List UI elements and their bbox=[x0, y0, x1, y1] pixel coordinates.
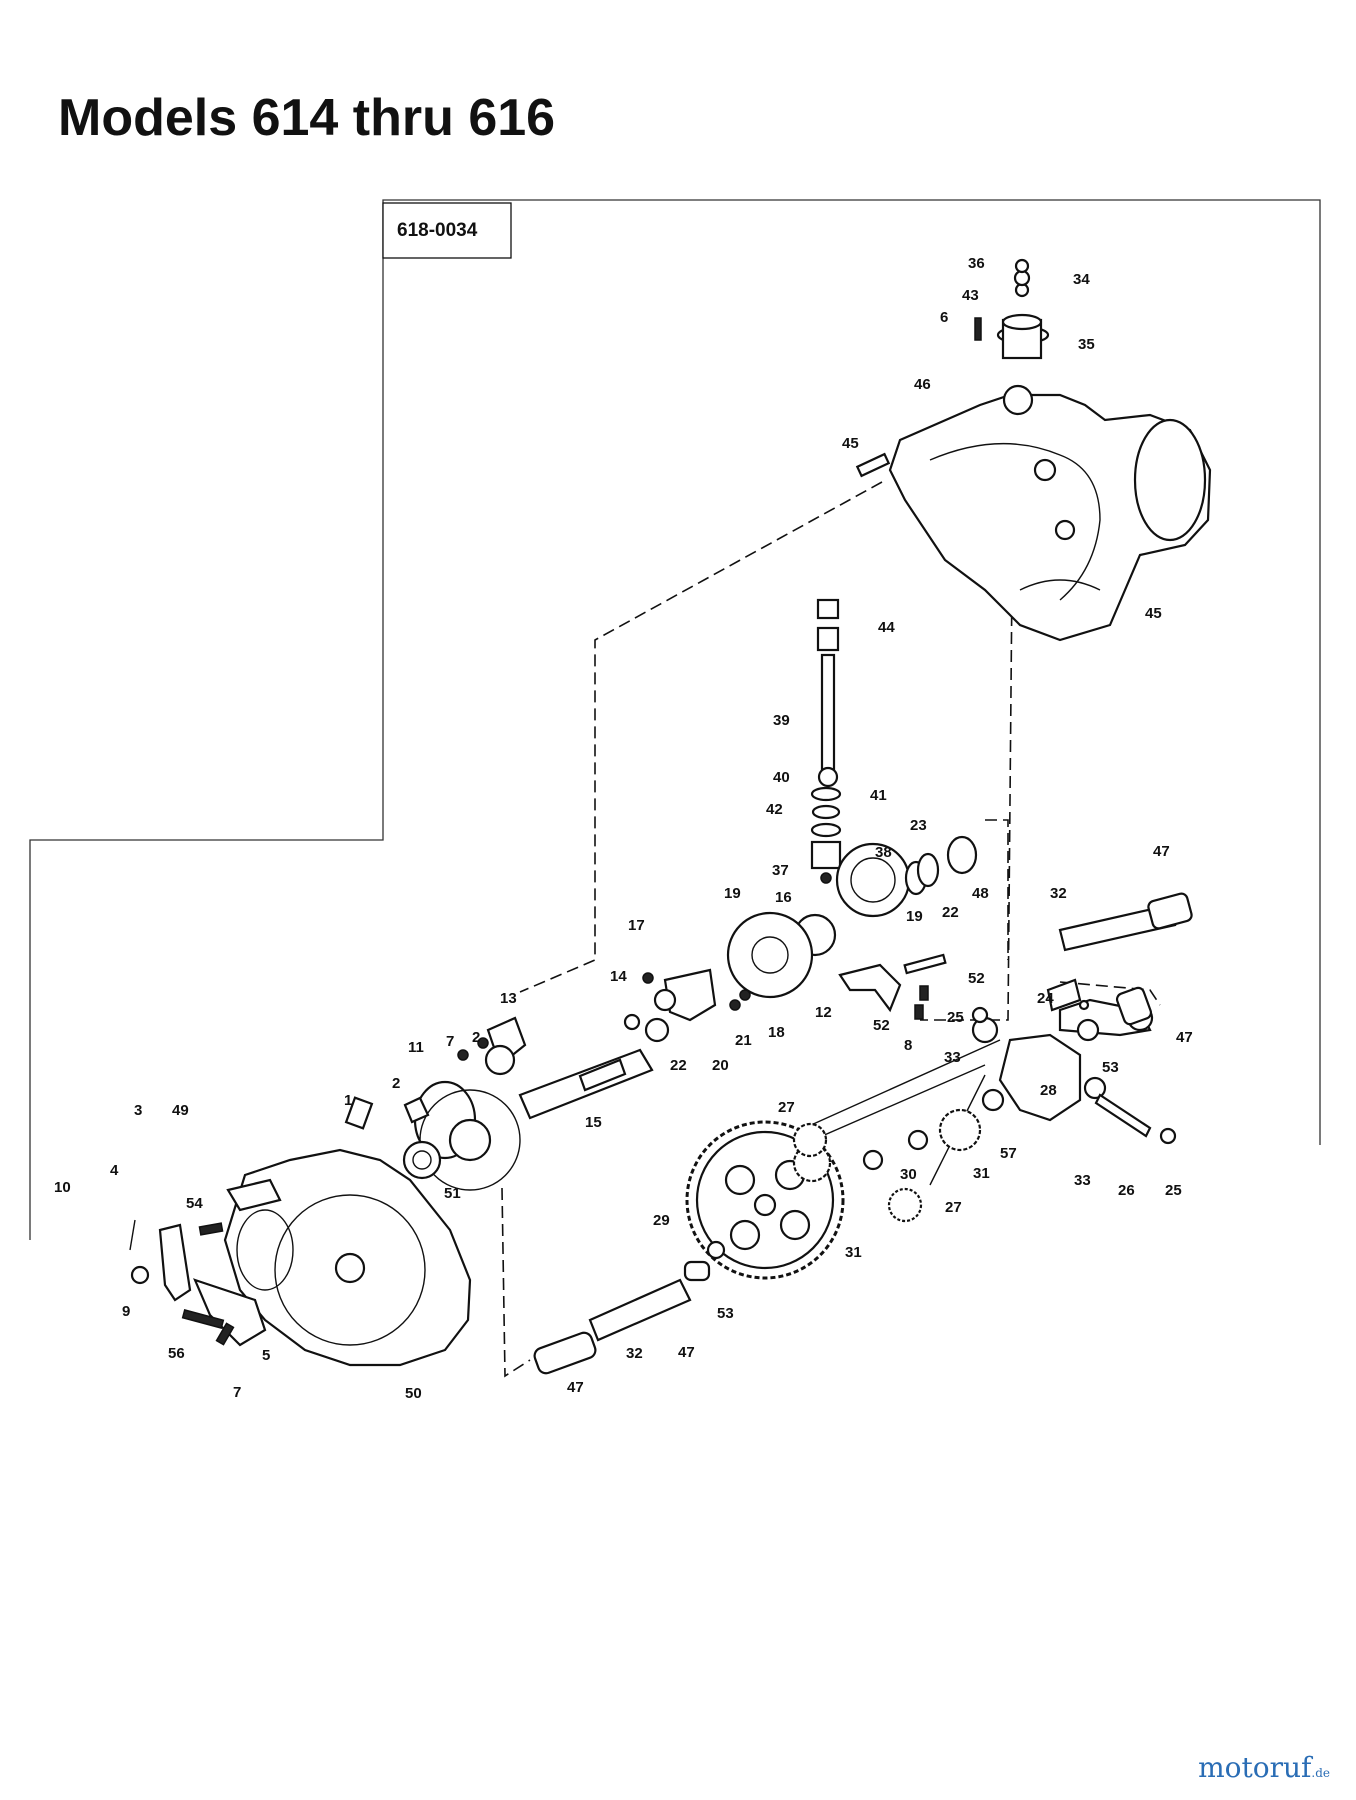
callout: 32 bbox=[1050, 885, 1067, 902]
callout: 6 bbox=[940, 309, 948, 326]
input-shaft bbox=[344, 1016, 654, 1191]
callout: 12 bbox=[815, 1004, 832, 1021]
callout: 23 bbox=[910, 817, 927, 834]
callout: 32 bbox=[626, 1345, 643, 1362]
callout: 15 bbox=[585, 1114, 602, 1131]
callout: 57 bbox=[1000, 1145, 1017, 1162]
callout: 53 bbox=[717, 1305, 734, 1322]
callout: 28 bbox=[1040, 1082, 1057, 1099]
callout: 31 bbox=[973, 1165, 990, 1182]
callout: 45 bbox=[1145, 605, 1162, 622]
callout: 21 bbox=[735, 1032, 752, 1049]
callout: 43 bbox=[962, 287, 979, 304]
callout: 50 bbox=[405, 1385, 422, 1402]
callout: 42 bbox=[766, 801, 783, 818]
lower-housing bbox=[129, 1148, 472, 1367]
callout-labels: 1 2 2 3 4 5 6 7 7 8 9 10 11 12 13 14 15 … bbox=[54, 255, 1193, 1402]
callout: 16 bbox=[775, 889, 792, 906]
callout: 19 bbox=[724, 885, 741, 902]
callout: 44 bbox=[878, 619, 895, 636]
page-title: Models 614 thru 616 bbox=[58, 89, 556, 147]
callout: 2 bbox=[392, 1075, 400, 1092]
vertical-shaft bbox=[810, 598, 842, 884]
callout: 53 bbox=[1102, 1059, 1119, 1076]
callout: 19 bbox=[906, 908, 923, 925]
callout: 51 bbox=[444, 1185, 461, 1202]
callout: 54 bbox=[186, 1195, 203, 1212]
callout: 35 bbox=[1078, 336, 1095, 353]
watermark-suffix: .de bbox=[1311, 1766, 1330, 1780]
diagram-frame: 618-0034 bbox=[29, 199, 1321, 1240]
callout: 17 bbox=[628, 917, 645, 934]
callout: 33 bbox=[944, 1049, 961, 1066]
large-gears bbox=[533, 1088, 1005, 1375]
callout: 22 bbox=[670, 1057, 687, 1074]
upper-housing bbox=[855, 258, 1212, 642]
callout: 56 bbox=[168, 1345, 185, 1362]
callout: 40 bbox=[773, 769, 790, 786]
callout: 11 bbox=[408, 1039, 424, 1056]
callout: 48 bbox=[972, 885, 989, 902]
callout: 47 bbox=[1153, 843, 1170, 860]
callout: 52 bbox=[873, 1017, 890, 1034]
callout: 9 bbox=[122, 1303, 130, 1320]
callout: 18 bbox=[768, 1024, 785, 1041]
callout: 49 bbox=[172, 1102, 189, 1119]
callout: 45 bbox=[842, 435, 859, 452]
callout: 31 bbox=[845, 1244, 862, 1261]
callout: 41 bbox=[870, 787, 887, 804]
callout: 46 bbox=[914, 376, 931, 393]
callout: 4 bbox=[110, 1162, 119, 1179]
callout: 37 bbox=[772, 862, 789, 879]
callout: 47 bbox=[567, 1379, 584, 1396]
callout: 8 bbox=[904, 1037, 912, 1054]
callout: 3 bbox=[134, 1102, 142, 1119]
callout: 10 bbox=[54, 1179, 71, 1196]
callout: 38 bbox=[875, 844, 892, 861]
watermark: motoruf.de bbox=[1198, 1751, 1330, 1784]
callout: 27 bbox=[778, 1099, 795, 1116]
callout: 47 bbox=[1176, 1029, 1193, 1046]
callout: 26 bbox=[1118, 1182, 1135, 1199]
output-side bbox=[971, 892, 1193, 1145]
callout: 34 bbox=[1073, 271, 1090, 288]
callout: 7 bbox=[233, 1384, 241, 1401]
callout: 25 bbox=[947, 1009, 964, 1026]
callout: 24 bbox=[1037, 990, 1054, 1007]
callout: 27 bbox=[945, 1199, 962, 1216]
callout: 47 bbox=[678, 1344, 695, 1361]
callout: 22 bbox=[942, 904, 959, 921]
callout: 7 bbox=[446, 1033, 454, 1050]
callout: 2 bbox=[472, 1029, 480, 1046]
callout: 39 bbox=[773, 712, 790, 729]
callout: 1 bbox=[344, 1092, 352, 1109]
callout: 29 bbox=[653, 1212, 670, 1229]
callout: 25 bbox=[1165, 1182, 1182, 1199]
callout: 52 bbox=[968, 970, 985, 987]
callout: 33 bbox=[1074, 1172, 1091, 1189]
reference-number: 618-0034 bbox=[397, 220, 478, 241]
callout: 14 bbox=[610, 968, 627, 985]
differential-gears bbox=[623, 835, 978, 1043]
callout: 5 bbox=[262, 1347, 270, 1364]
callout: 13 bbox=[500, 990, 517, 1007]
callout: 30 bbox=[900, 1166, 917, 1183]
callout: 36 bbox=[968, 255, 985, 272]
callout: 20 bbox=[712, 1057, 729, 1074]
watermark-brand: motoruf bbox=[1198, 1751, 1312, 1784]
